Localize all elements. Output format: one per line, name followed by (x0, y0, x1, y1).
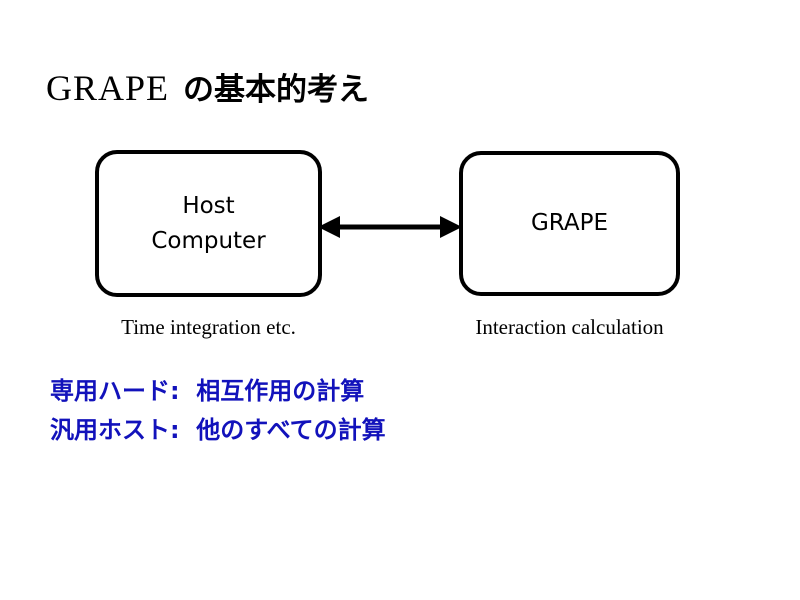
notes-block: 専用ハード: 相互作用の計算 汎用ホスト: 他のすべての計算 (50, 372, 386, 450)
page-title-latin: GRAPE (46, 68, 170, 108)
diagram-node-host: Host Computer (95, 150, 322, 297)
diagram-node-grape-label: GRAPE (530, 210, 608, 237)
page-title-japanese: の基本的考え (183, 72, 370, 108)
diagram-node-grape-caption: Interaction calculation (475, 315, 664, 339)
diagram-node-host-caption: Time integration etc. (121, 315, 296, 339)
diagram-node-host-label: Host Computer (151, 193, 266, 254)
connector-double-arrow (318, 206, 462, 248)
diagram-node-grape: GRAPE (459, 151, 680, 296)
note-line-hardware: 専用ハード: 相互作用の計算 (50, 377, 365, 405)
note-line-host: 汎用ホスト: 他のすべての計算 (50, 415, 386, 444)
page-title: GRAPE の基本的考え (46, 70, 369, 106)
